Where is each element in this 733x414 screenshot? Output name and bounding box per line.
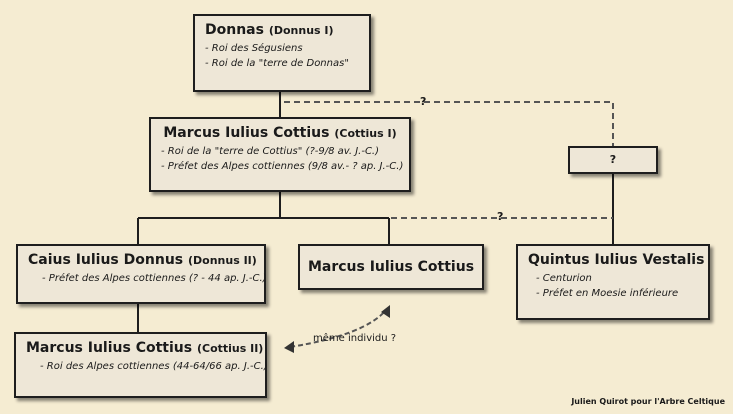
title-item: Préfet des Alpes cottiennes (? - 44 ap. … <box>42 271 267 286</box>
arrow-head-left <box>284 341 294 353</box>
person-name: Quintus Iulius Vestalis <box>528 252 705 268</box>
person-name: Marcus Iulius Cottius (Cottius II) <box>26 340 263 357</box>
title-item: Roi des Ségusiens <box>205 41 359 56</box>
title-item: Roi de la "terre de Cottius" (?-9/8 av. … <box>161 144 399 159</box>
titles-list: Centurion Préfet en Moesie inférieure <box>528 271 698 301</box>
arrow-head-up <box>381 305 390 318</box>
person-cottius-mid: Marcus Iulius Cottius <box>298 244 484 290</box>
titles-list: Roi de la "terre de Cottius" (?-9/8 av. … <box>161 144 404 174</box>
name-text: Caius Iulius Donnus <box>28 252 184 268</box>
name-text: Marcus Iulius Cottius <box>163 125 330 141</box>
person-unknown: ? <box>568 146 658 174</box>
titles-list: Roi des Ségusiens Roi de la "terre de Do… <box>205 41 359 71</box>
alias-text: (Donnus I) <box>268 24 334 37</box>
person-donnas: Donnas (Donnus I) Roi des Ségusiens Roi … <box>193 14 371 92</box>
person-donnus-ii: Caius Iulius Donnus (Donnus II) Préfet d… <box>16 244 267 304</box>
person-cottius-i: Marcus Iulius Cottius (Cottius I) Roi de… <box>149 117 411 192</box>
person-name: Donnas (Donnus I) <box>205 22 359 39</box>
alias-text: (Donnus II) <box>188 254 257 267</box>
title-item: Préfet en Moesie inférieure <box>536 286 698 301</box>
name-text: Marcus Iulius Cottius <box>26 340 193 356</box>
person-name: Caius Iulius Donnus (Donnus II) <box>28 252 257 269</box>
question-mark-middle: ? <box>497 210 504 223</box>
person-cottius-ii: Marcus Iulius Cottius (Cottius II) Roi d… <box>14 332 268 398</box>
title-item: Préfet des Alpes cottiennes (9/8 av.- ? … <box>161 159 404 174</box>
same-individual-arrow <box>289 309 387 348</box>
title-item: Centurion <box>536 271 698 286</box>
same-individual-note: même individu ? <box>313 333 397 344</box>
question-mark-top: ? <box>420 95 427 108</box>
alias-text: (Cottius II) <box>196 342 264 355</box>
person-name: Marcus Iulius Cottius (Cottius I) <box>161 125 399 142</box>
unknown-label: ? <box>609 153 617 166</box>
person-vestalis: Quintus Iulius Vestalis Centurion Préfet… <box>516 244 710 320</box>
name-text: Donnas <box>205 22 264 38</box>
title-item: Roi des Alpes cottiennes (44-64/66 ap. J… <box>40 359 268 374</box>
alias-text: (Cottius I) <box>334 127 397 140</box>
titles-list: Préfet des Alpes cottiennes (? - 44 ap. … <box>28 271 267 286</box>
titles-list: Roi des Alpes cottiennes (44-64/66 ap. J… <box>26 359 268 374</box>
person-name: Marcus Iulius Cottius <box>307 258 475 275</box>
credit-text: Julien Quirot pour l'Arbre Celtique <box>571 397 725 406</box>
title-item: Roi de la "terre de Donnas" <box>205 56 359 71</box>
